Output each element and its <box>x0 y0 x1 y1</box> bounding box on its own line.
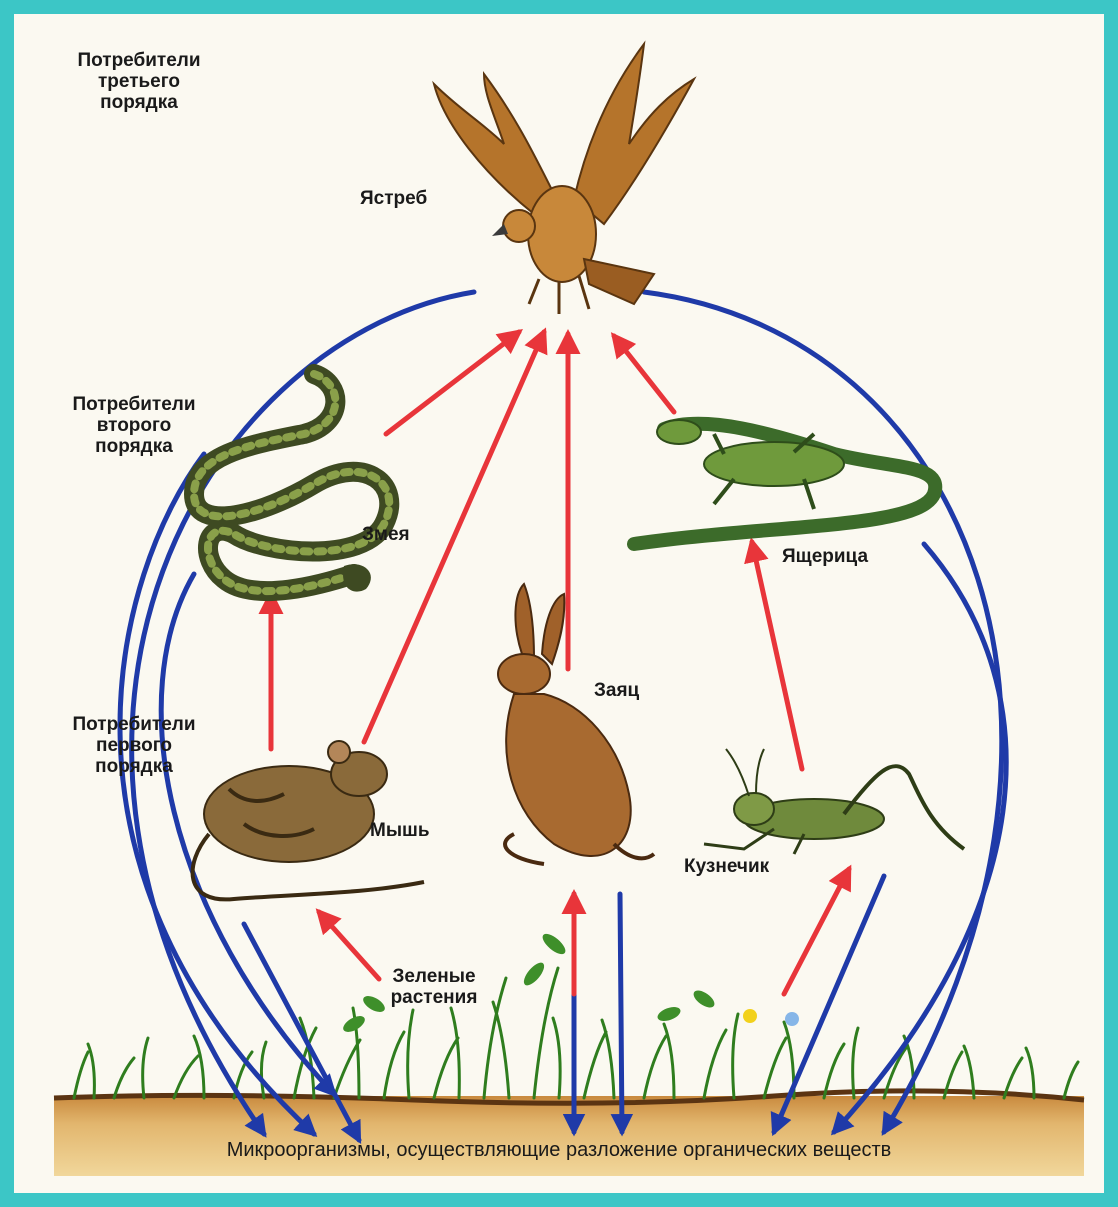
arrow-snake-to-hawk <box>386 332 519 434</box>
hare-body <box>506 694 631 856</box>
grasshopper-head <box>734 793 774 825</box>
blue-flower <box>785 1012 799 1026</box>
first-order-consumers-label: Потребители первого порядка <box>34 714 234 777</box>
mouse-label: Мышь <box>370 820 430 841</box>
grasshopper-illustration <box>704 749 964 854</box>
lizard-head <box>657 420 701 444</box>
grasshopper-label: Кузнечик <box>684 856 769 877</box>
hawk-right-wing <box>574 44 694 224</box>
hawk-head <box>503 210 535 242</box>
third-order-consumers-label: Потребители третьего порядка <box>39 50 239 113</box>
hawk-label: Ястреб <box>360 188 427 209</box>
snake-head <box>343 564 371 591</box>
lizard-body <box>704 442 844 486</box>
hawk-illustration <box>434 44 694 314</box>
food-web-diagram: Потребители третьего порядка Потребители… <box>14 14 1104 1193</box>
snake-label: Змея <box>362 524 410 545</box>
hare-ear-right <box>542 594 564 664</box>
microorganisms-caption: Микроорганизмы, осуществляющие разложени… <box>14 1139 1104 1162</box>
flowers <box>743 1009 799 1026</box>
decomp-arrow-hare-right <box>620 894 622 1132</box>
lizard-label: Ящерица <box>782 546 868 567</box>
soil-layer <box>54 1096 1084 1176</box>
hare-illustration <box>498 584 654 864</box>
dandelion-flower <box>743 1009 757 1023</box>
second-order-consumers-label: Потребители второго порядка <box>34 394 234 457</box>
hare-label: Заяц <box>594 680 639 701</box>
hare-head <box>498 654 550 694</box>
food-web-illustration <box>14 14 1104 1193</box>
mouse-ear <box>328 741 350 763</box>
hawk-tail <box>584 259 654 304</box>
arrow-lizard-to-hawk <box>614 336 674 412</box>
green-plants-label: Зеленые растения <box>364 966 504 1008</box>
arrow-grasshopper-to-lizard <box>752 542 802 769</box>
hawk-left-wing <box>434 74 554 214</box>
hare-ear-left <box>515 584 534 659</box>
lizard-illustration <box>634 420 935 544</box>
grasshopper-antennae <box>726 749 764 796</box>
decomp-arrow-lizard <box>834 544 1006 1132</box>
